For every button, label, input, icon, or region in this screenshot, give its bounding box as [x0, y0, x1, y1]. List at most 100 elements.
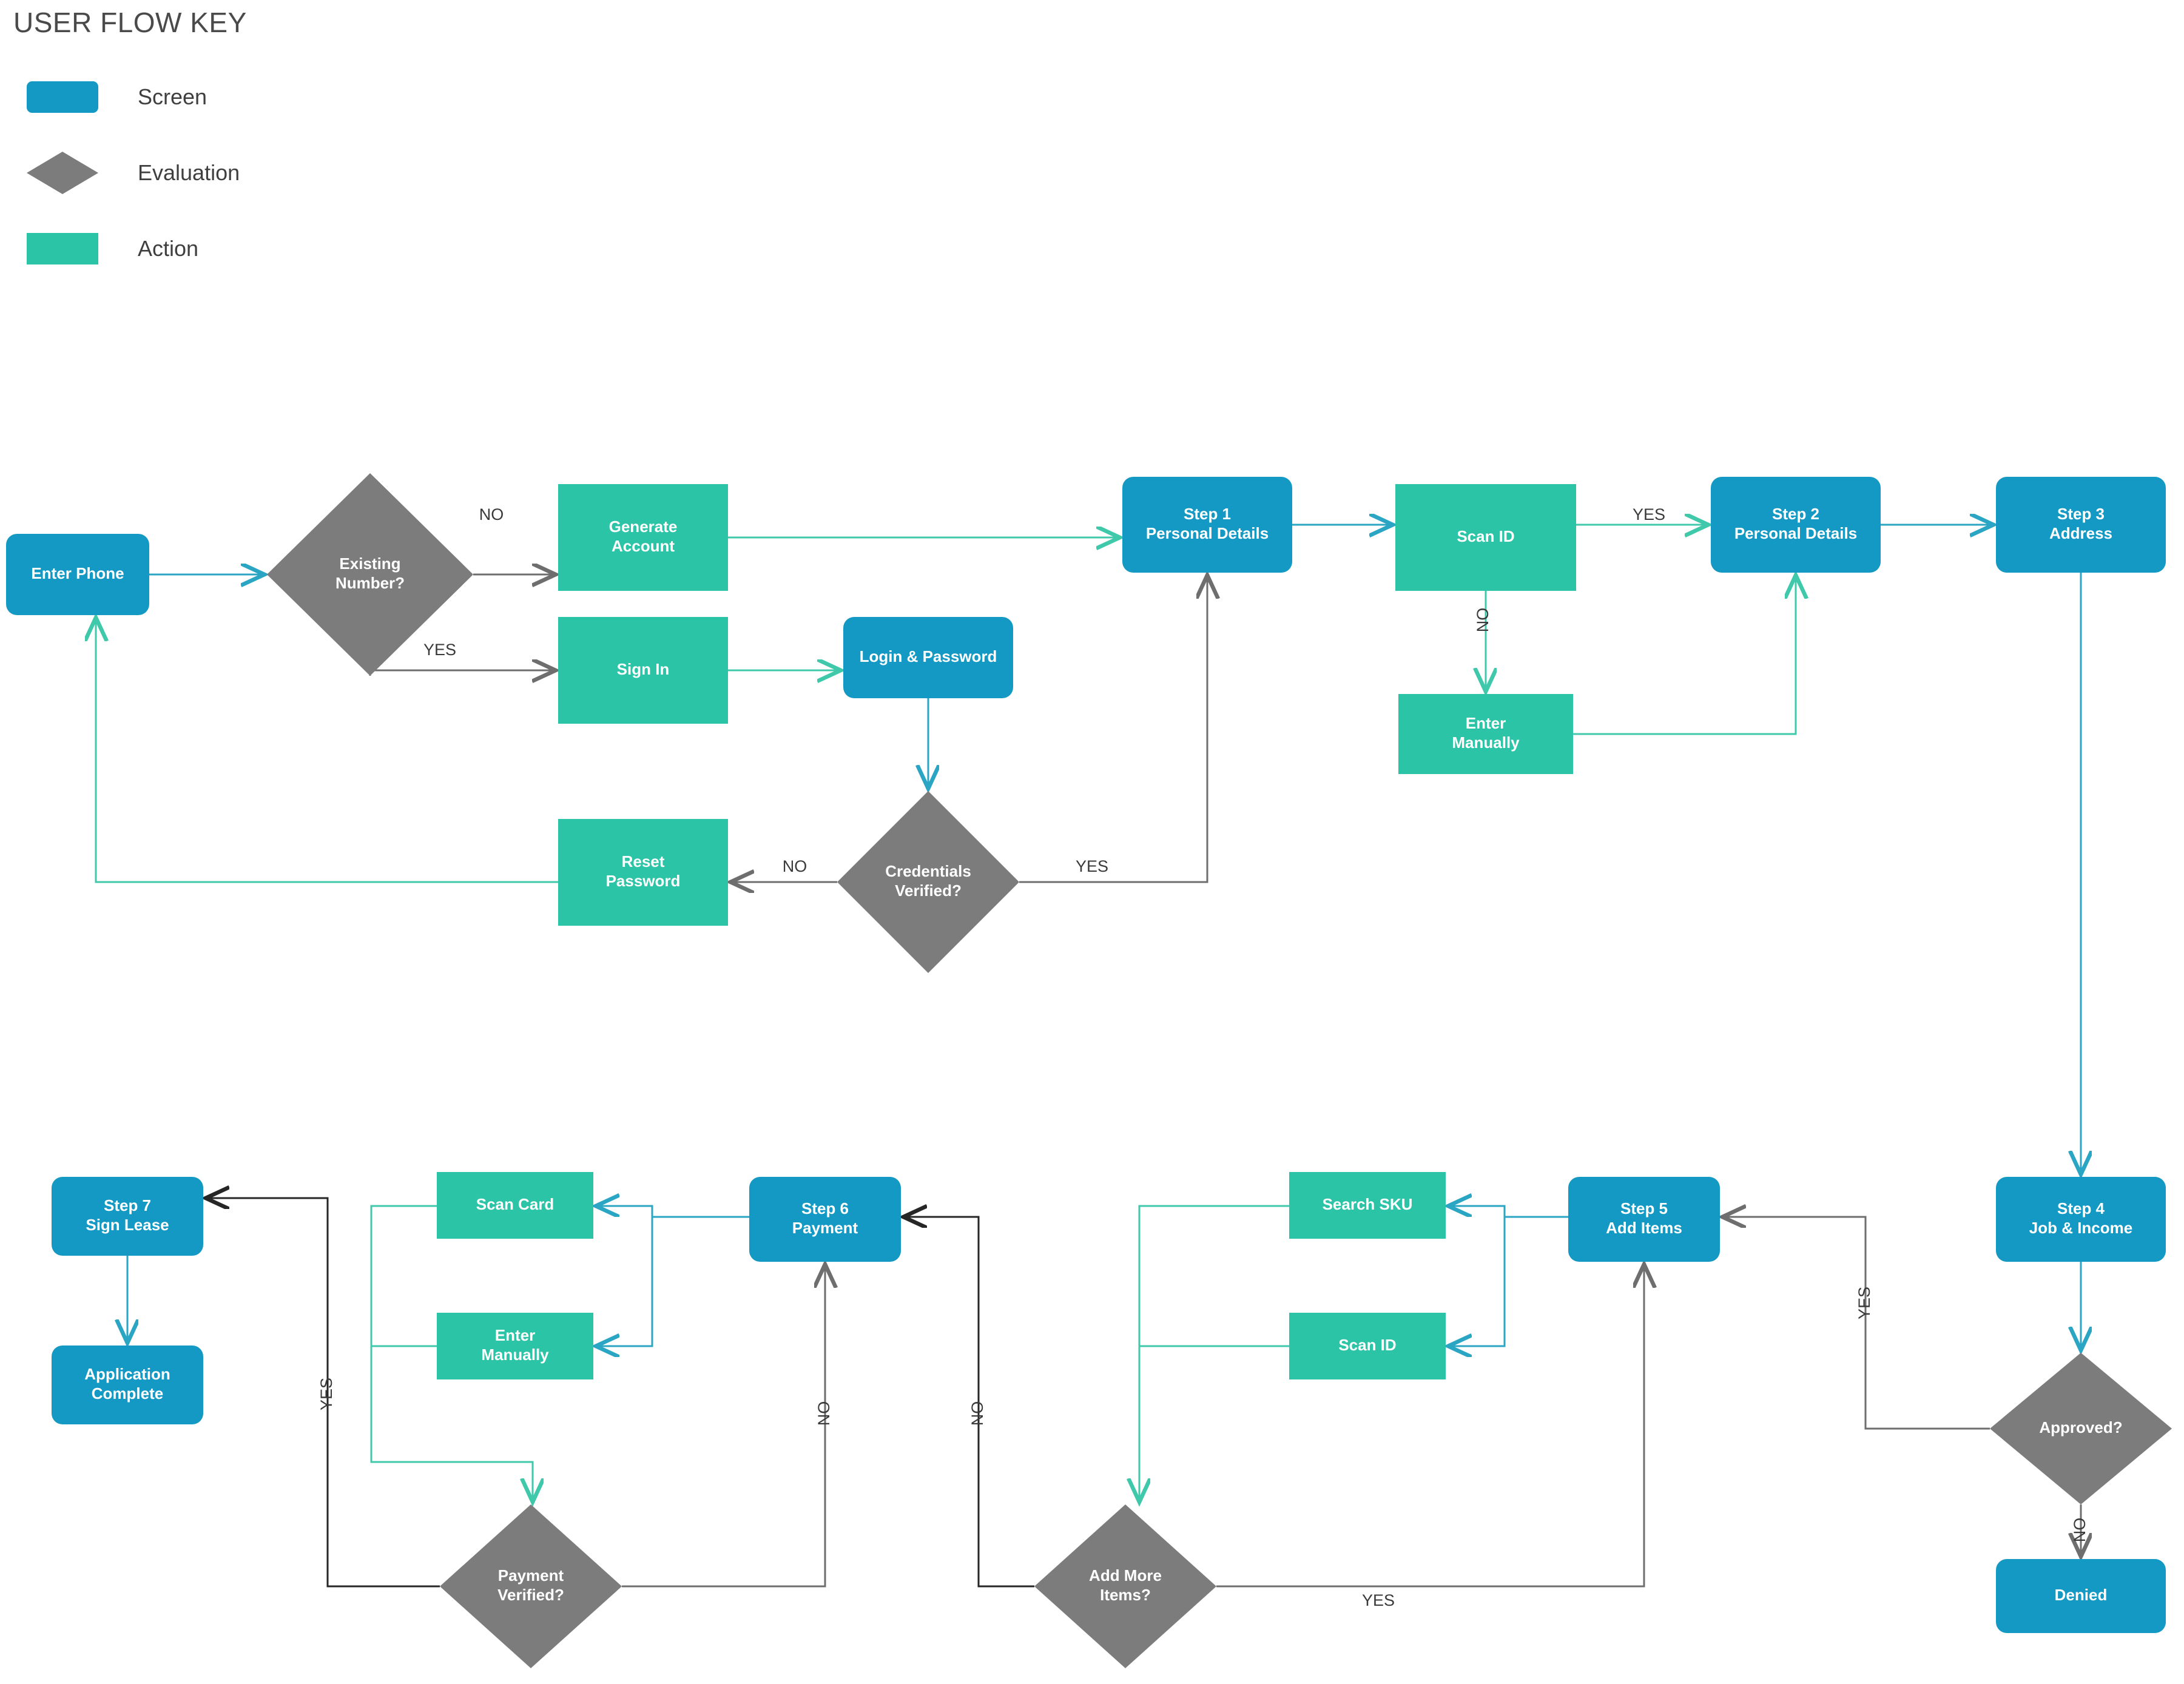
node-label-step7-sign-lease: Step 7 — [104, 1196, 151, 1214]
node-label-search-sku: Search SKU — [1323, 1195, 1413, 1213]
node-scan-id-1[interactable]: Scan ID — [1395, 484, 1576, 591]
edge-paymentverified-yes-step7 — [206, 1198, 440, 1588]
node-shape-login-password — [843, 617, 1013, 698]
edge-label-yes-5: YES — [1633, 505, 1665, 524]
node-approved[interactable]: Approved? — [1990, 1353, 2172, 1504]
node-label-denied: Denied — [2055, 1586, 2108, 1604]
node-shape-existing-number — [267, 473, 473, 676]
node-sign-in[interactable]: Sign In — [558, 617, 728, 724]
node-denied[interactable]: Denied — [1996, 1559, 2166, 1633]
node-label-generate-account: Account — [612, 537, 675, 555]
node-step7-sign-lease[interactable]: Step 7 Sign Lease — [52, 1177, 203, 1256]
edge-step5-searchsku — [1448, 1206, 1568, 1218]
node-scan-card[interactable]: Scan Card — [437, 1172, 593, 1239]
node-shape-step1-personal — [1122, 477, 1292, 573]
node-label-approved: Approved? — [2039, 1418, 2122, 1436]
edge-credentials-yes-step1 — [1019, 575, 1207, 883]
legend-panel: USER FLOW KEY Screen Evaluation Action — [0, 0, 546, 291]
node-label-step5-add-items: Add Items — [1606, 1219, 1682, 1237]
node-shape-payment-verified — [440, 1504, 622, 1668]
node-label-scan-id-2: Scan ID — [1338, 1336, 1396, 1354]
legend-swatch-action — [27, 233, 98, 264]
node-label-existing-number: Number? — [335, 574, 405, 592]
node-shape-step3-address — [1996, 477, 2166, 573]
node-shape-step4-job-income — [1996, 1177, 2166, 1262]
edge-label-no-2: NO — [783, 857, 807, 875]
edge-reset-enterphone — [96, 618, 558, 883]
node-label-scan-id-1: Scan ID — [1457, 527, 1514, 545]
node-enter-phone[interactable]: Enter Phone — [6, 534, 149, 615]
node-scan-id-2[interactable]: Scan ID — [1289, 1313, 1446, 1379]
node-label-credentials-verified: Verified? — [895, 881, 962, 900]
edge-step6-scancard — [596, 1206, 749, 1218]
node-label-existing-number: Existing — [339, 554, 400, 573]
node-shape-sign-in — [558, 617, 728, 724]
node-shape-search-sku — [1289, 1172, 1446, 1239]
node-label-credentials-verified: Credentials — [885, 862, 971, 880]
node-label-step4-job-income: Step 4 — [2057, 1199, 2105, 1218]
node-label-step6-payment: Payment — [792, 1219, 858, 1237]
node-shape-add-more-items — [1034, 1504, 1216, 1668]
edge-scancard-paymentverified — [370, 1205, 533, 1502]
legend-title: USER FLOW KEY — [13, 7, 247, 38]
legend-swatch-screen — [27, 81, 98, 113]
node-label-enter-manually-1: Enter — [1466, 714, 1506, 732]
edge-addmore-yes-step5 — [1216, 1264, 1644, 1588]
node-label-step2-personal: Step 2 — [1772, 505, 1819, 523]
node-label-step1-personal: Personal Details — [1146, 524, 1269, 542]
node-label-add-more-items: Add More — [1089, 1566, 1162, 1585]
node-shape-scan-card — [437, 1172, 593, 1239]
node-search-sku[interactable]: Search SKU — [1289, 1172, 1446, 1239]
edge-approved-yes-step5 — [1722, 1217, 1990, 1430]
node-label-step7-sign-lease: Sign Lease — [86, 1216, 169, 1234]
edge-label-yes-8: YES — [1362, 1591, 1395, 1609]
node-shape-credentials-verified — [837, 791, 1019, 973]
node-shape-enter-phone — [6, 534, 149, 615]
node-shape-enter-manually-1 — [1398, 694, 1573, 774]
node-label-application-complete: Complete — [92, 1384, 163, 1403]
node-label-enter-manually-2: Manually — [481, 1346, 549, 1364]
node-label-payment-verified: Verified? — [497, 1586, 564, 1604]
edge-label-yes-6: YES — [1855, 1287, 1873, 1319]
node-label-enter-phone: Enter Phone — [31, 564, 124, 582]
edge-paymentverified-no-step6 — [622, 1264, 825, 1588]
node-label-step1-personal: Step 1 — [1184, 505, 1231, 523]
edge-label-no-10: NO — [815, 1401, 833, 1426]
edge-label-yes-11: YES — [317, 1378, 335, 1410]
node-label-reset-password: Password — [606, 872, 681, 890]
node-shape-step6-payment — [749, 1177, 901, 1262]
node-label-step5-add-items: Step 5 — [1620, 1199, 1668, 1218]
node-login-password[interactable]: Login & Password — [843, 617, 1013, 698]
edge-searchsku-addmore — [1139, 1205, 1289, 1502]
node-shape-generate-account — [558, 484, 728, 591]
legend-label-action: Action — [138, 236, 199, 261]
node-label-add-more-items: Items? — [1100, 1586, 1151, 1604]
node-shape-reset-password — [558, 819, 728, 926]
node-label-enter-manually-2: Enter — [495, 1326, 535, 1344]
node-shape-enter-manually-2 — [437, 1313, 593, 1379]
node-shape-approved — [1990, 1353, 2172, 1504]
edge-layer — [96, 525, 2081, 1588]
node-shape-step5-add-items — [1568, 1177, 1720, 1262]
node-shape-denied — [1996, 1559, 2166, 1633]
node-shape-application-complete — [52, 1346, 203, 1424]
node-label-step3-address: Step 3 — [2057, 505, 2105, 523]
